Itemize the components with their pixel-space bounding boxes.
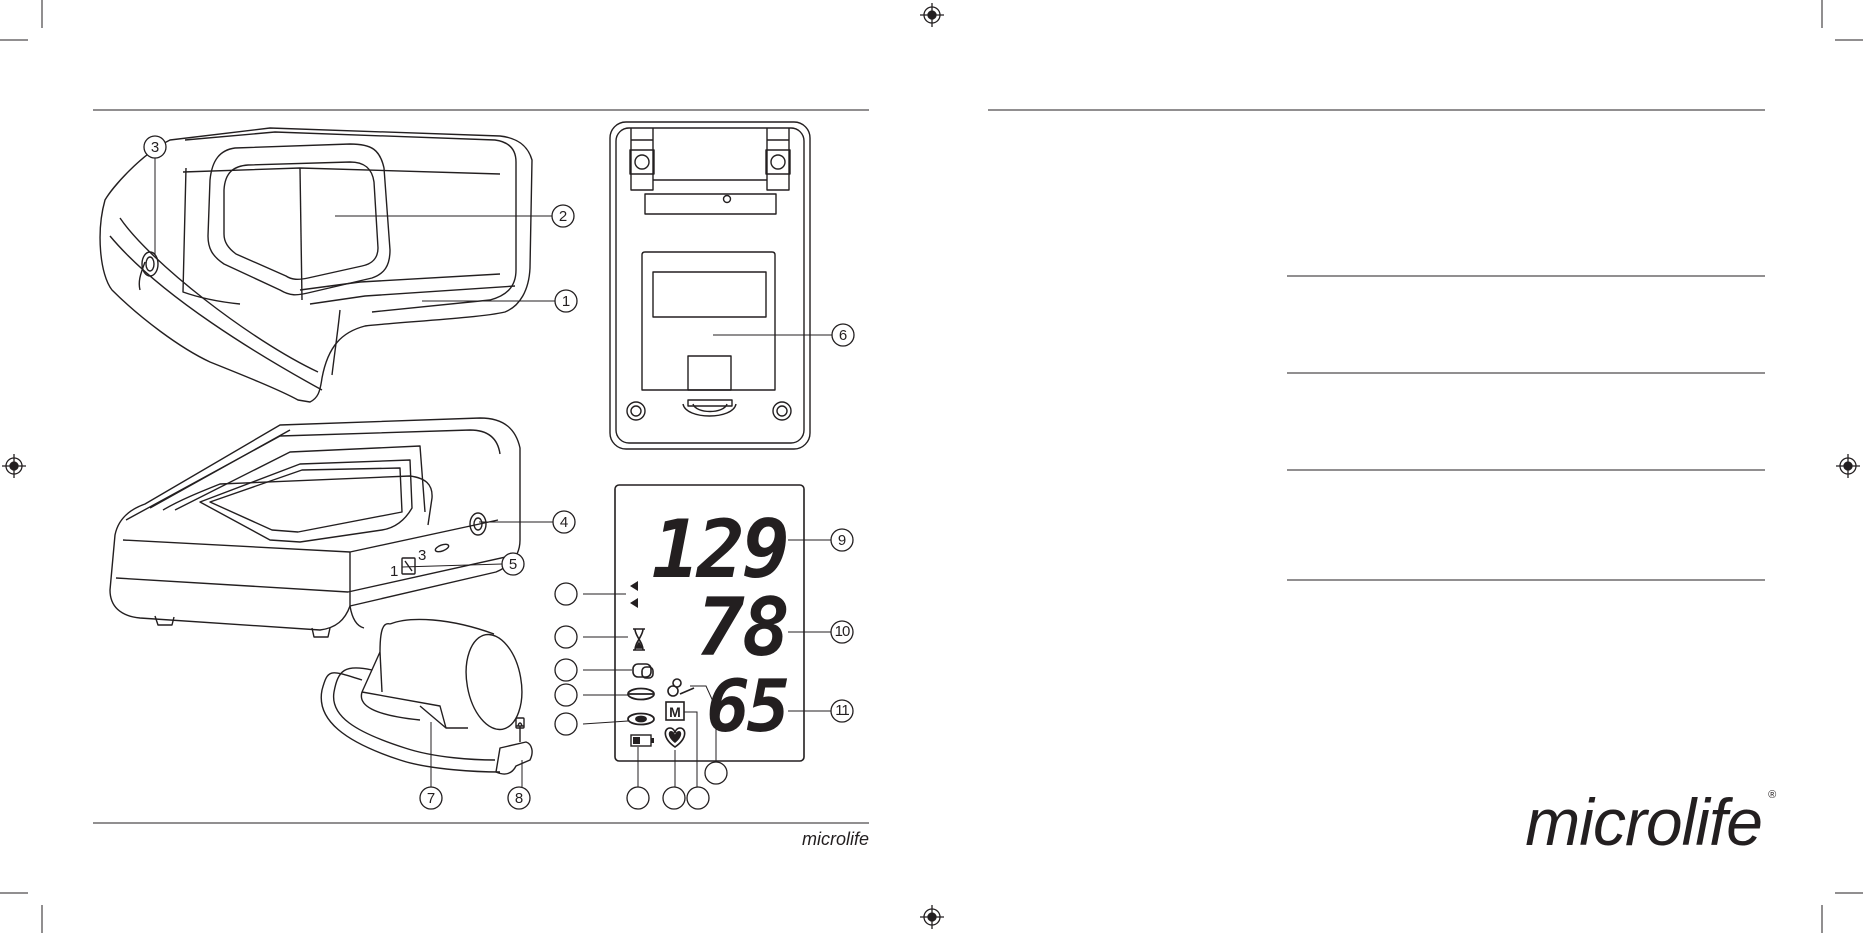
switch-label-left: 1 [390, 563, 398, 580]
callout-1: 1 [562, 293, 570, 310]
callout-4: 4 [560, 514, 568, 531]
callout-8: 8 [515, 790, 523, 807]
lcd-systolic-value: 129 [652, 503, 788, 596]
memory-symbol: M [669, 704, 681, 720]
hourglass-icon [633, 628, 645, 651]
cuff-fit-ok-icon [627, 687, 655, 701]
lcd-display [614, 484, 805, 762]
registered-mark: ® [1768, 789, 1777, 801]
callout-5: 5 [509, 556, 517, 573]
registration-mark-icon [2, 3, 1860, 929]
lcd-arrow-indicators [630, 581, 638, 608]
arrhythmia-icon [667, 678, 695, 697]
footer-brand: microlife [802, 829, 869, 849]
heart-icon [664, 727, 686, 748]
battery-icon [630, 734, 654, 747]
callout-7: 7 [427, 790, 435, 807]
cuff-icon [632, 663, 654, 679]
brand-logo: microlife [1525, 785, 1762, 859]
cuff-illustration [320, 618, 533, 775]
device-back-view [609, 121, 811, 450]
page-rules [93, 109, 1765, 824]
memory-icon: M [665, 701, 685, 721]
callout-2: 2 [559, 208, 567, 225]
callout-9: 9 [838, 532, 846, 549]
lcd-diastolic-value: 78 [697, 581, 787, 674]
device-side-view [109, 417, 521, 638]
device-top-view [99, 127, 533, 403]
callout-circles [143, 135, 855, 810]
leader-lines [154, 157, 832, 787]
cuff-fit-loose-icon [627, 712, 655, 726]
switch-label-right: 3 [418, 547, 426, 564]
callout-3: 3 [151, 139, 159, 156]
callout-10: 10 [835, 623, 850, 640]
lcd-pulse-value: 65 [706, 664, 787, 748]
callout-6: 6 [839, 327, 847, 344]
callout-11: 11 [835, 702, 849, 719]
